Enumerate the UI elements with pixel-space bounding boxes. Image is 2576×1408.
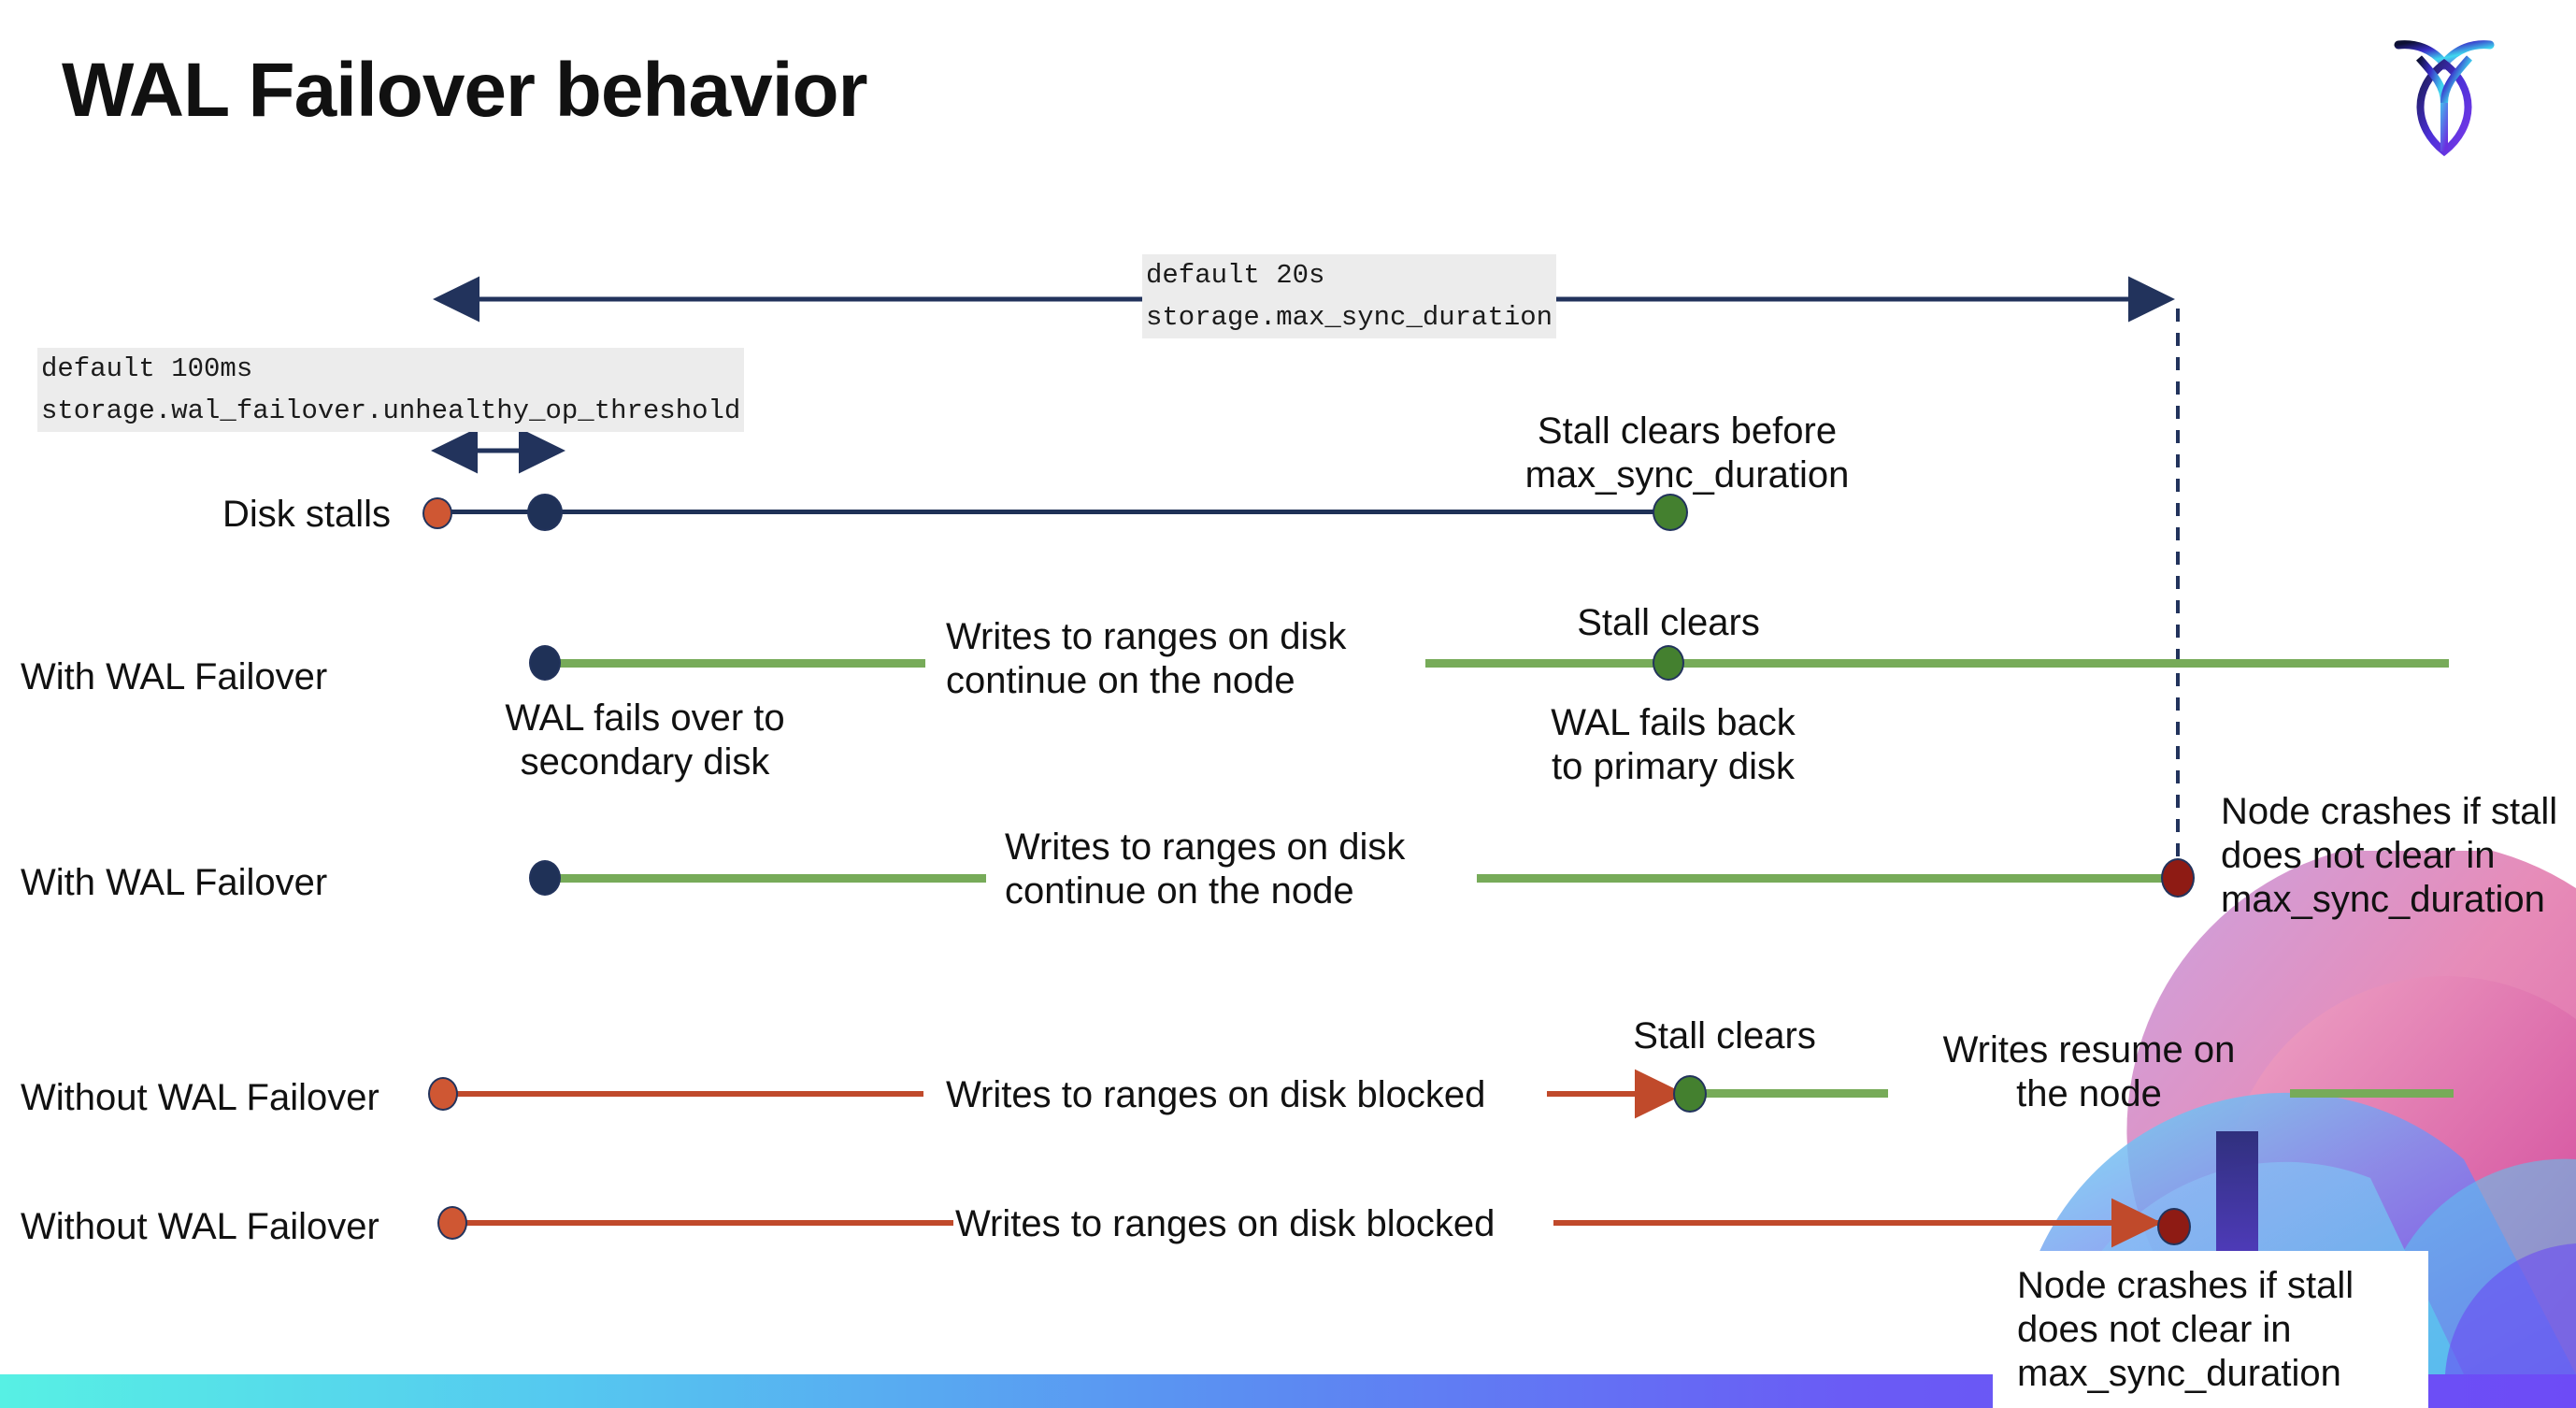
note-row4-writes-resume: Writes resume on the node (1942, 1029, 2236, 1114)
row-label-with-wal-failover-clears: With WAL Failover (21, 656, 328, 697)
row2-green-segment-left (542, 659, 925, 668)
row3-node-crash-dot (2161, 858, 2195, 898)
note-row3-writes-continue: Writes to ranges on disk continue on the… (1005, 826, 1406, 912)
row5-orange-segment-left (458, 1220, 953, 1226)
row4-stall-clears-dot (1673, 1075, 1707, 1113)
row2-failover-dot (529, 645, 561, 681)
note-row4-stall-clears: Stall clears (1633, 1015, 1816, 1056)
row5-start-dot (437, 1206, 467, 1240)
note-row5-node-crashes: Node crashes if stall does not clear in … (2017, 1265, 2354, 1394)
row4-orange-segment-left (447, 1091, 923, 1097)
annotation-unhealthy-op-threshold: default 100ms storage.wal_failover.unhea… (37, 348, 745, 432)
annotation-max-sync-duration: default 20s storage.max_sync_duration (1142, 254, 1557, 338)
note-row2-stall-clears: Stall clears (1577, 602, 1760, 643)
cockroachdb-logo-icon (2393, 30, 2496, 157)
row4-green-segment-mid (1696, 1089, 1888, 1098)
note-row2-wal-fails-back: WAL fails back to primary disk (1551, 702, 1796, 787)
disk-stalls-start-dot (422, 497, 452, 529)
unhealthy-op-setting-line: storage.wal_failover.unhealthy_op_thresh… (37, 390, 745, 432)
row4-green-segment-right (2290, 1089, 2454, 1098)
max-sync-setting-line: storage.max_sync_duration (1142, 296, 1557, 338)
max-sync-default-line: default 20s (1142, 254, 1557, 296)
row-label-with-wal-failover-crash: With WAL Failover (21, 862, 328, 903)
row3-green-segment-right (1477, 874, 2178, 883)
row3-green-segment-left (542, 874, 986, 883)
page-title: WAL Failover behavior (62, 48, 868, 133)
note-row2-wal-fails-over: WAL fails over to secondary disk (505, 697, 785, 783)
row-label-without-wal-failover-crash: Without WAL Failover (21, 1206, 379, 1247)
note-row3-node-crashes: Node crashes if stall does not clear in … (2221, 791, 2558, 920)
row5-node-crash-dot (2157, 1208, 2191, 1245)
row-label-disk-stalls: Disk stalls (222, 494, 392, 535)
row2-stall-clears-dot (1653, 645, 1684, 681)
disk-stalls-timeline (436, 510, 1669, 514)
disk-stalls-clear-dot (1653, 494, 1688, 531)
row3-failover-dot (529, 860, 561, 896)
note-stall-clears-before-max-sync: Stall clears before max_sync_duration (1524, 410, 1850, 496)
note-row5-writes-blocked: Writes to ranges on disk blocked (955, 1203, 1496, 1244)
row5-crash-note-backdrop (1993, 1251, 2428, 1408)
note-row2-writes-continue: Writes to ranges on disk continue on the… (946, 616, 1347, 701)
row-label-without-wal-failover-clears: Without WAL Failover (21, 1077, 379, 1118)
disk-stalls-threshold-dot (527, 494, 563, 531)
row4-start-dot (428, 1077, 458, 1111)
row2-green-segment-right (1425, 659, 2449, 668)
note-row4-writes-blocked: Writes to ranges on disk blocked (946, 1074, 1486, 1115)
unhealthy-op-default-line: default 100ms (37, 348, 745, 390)
